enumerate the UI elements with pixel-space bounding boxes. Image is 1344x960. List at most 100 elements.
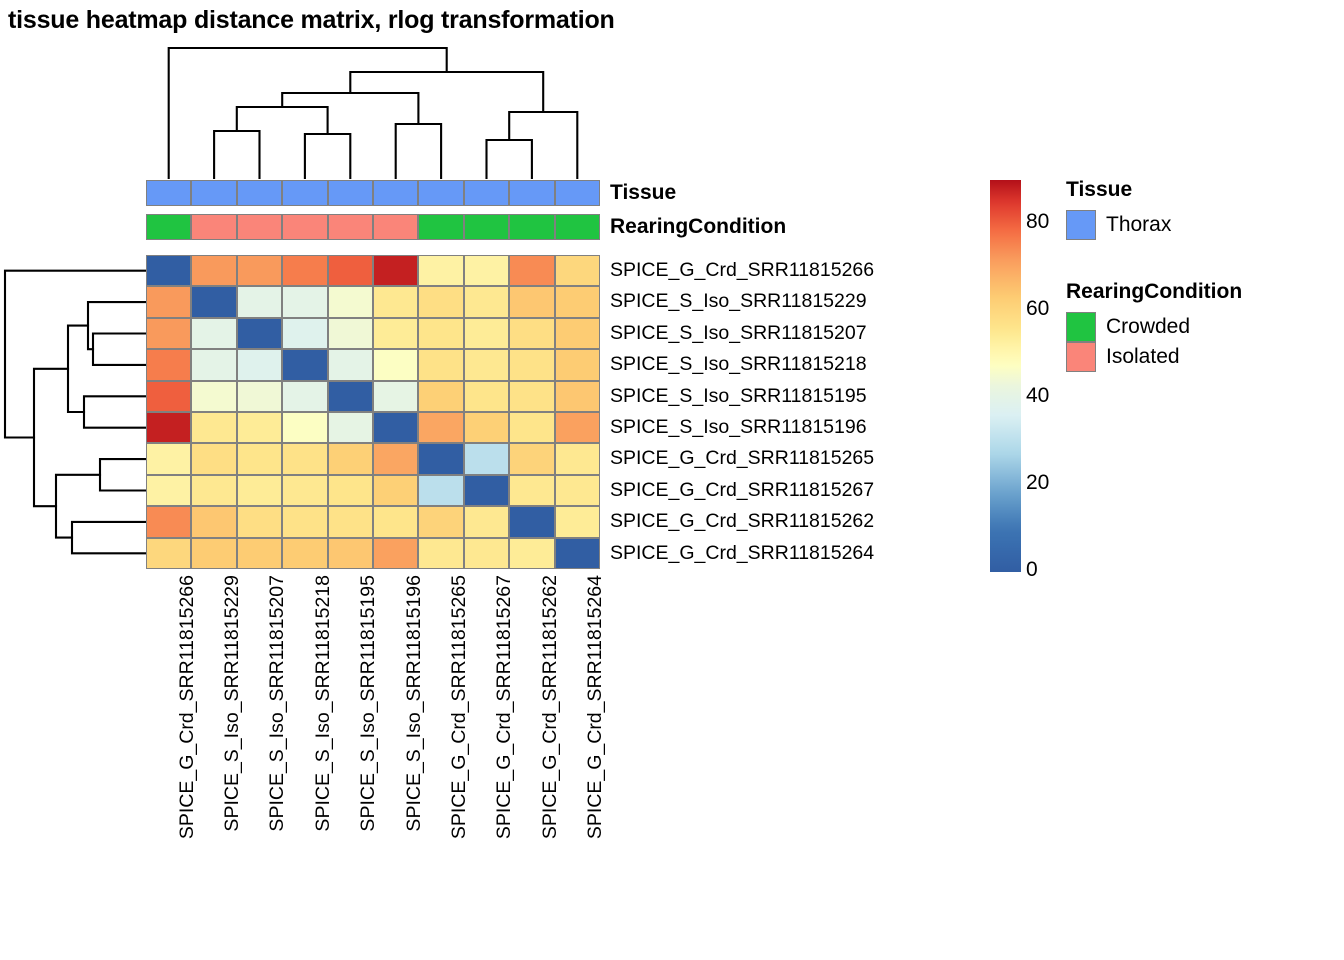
heatmap-matrix	[146, 255, 600, 569]
legend-rearing-item[interactable]: Isolated	[1066, 342, 1190, 372]
rearing-annotation-cell	[146, 214, 192, 240]
heatmap-cell	[554, 506, 600, 538]
colorbar-tick-label: 80	[1026, 209, 1050, 233]
row-label: SPICE_G_Crd_SRR11815264	[610, 541, 875, 564]
heatmap-cell	[236, 286, 283, 318]
column-label-slot: SPICE_G_Crd_SRR11815265	[418, 575, 470, 839]
heatmap-cell	[327, 443, 373, 475]
heatmap-cell	[554, 411, 600, 444]
heatmap-row	[146, 443, 600, 475]
heatmap-cell	[146, 506, 192, 538]
colorbar-tick-label: 40	[1026, 383, 1050, 407]
column-label: SPICE_G_Crd_SRR11815262	[538, 575, 561, 840]
heatmap-cell	[191, 286, 237, 318]
heatmap-row	[146, 474, 600, 507]
heatmap-cell	[509, 286, 555, 318]
heatmap-cell	[191, 380, 237, 412]
tissue-annotation-cell	[554, 180, 600, 206]
heatmap-row	[146, 317, 600, 350]
row-label: SPICE_G_Crd_SRR11815265	[610, 447, 875, 470]
legend-rearing-item[interactable]: Crowded	[1066, 312, 1190, 342]
heatmap-cell	[282, 380, 328, 412]
heatmap-cell	[463, 537, 510, 569]
heatmap-cell	[282, 506, 328, 538]
legend-title-tissue: Tissue	[1066, 178, 1133, 201]
rearing-annotation-cell	[327, 214, 373, 240]
heatmap-cell	[327, 317, 373, 350]
heatmap-cell	[146, 286, 192, 318]
heatmap-cell	[418, 317, 464, 350]
legend-tissue-item[interactable]: Thorax	[1066, 210, 1171, 240]
column-label-slot: SPICE_S_Iso_SRR11815196	[373, 575, 425, 832]
heatmap-cell	[282, 411, 328, 444]
heatmap-cell	[236, 411, 283, 444]
heatmap-cell	[463, 443, 510, 475]
heatmap-cell	[509, 411, 555, 444]
heatmap-cell	[418, 380, 464, 412]
heatmap-cell	[372, 380, 419, 412]
heatmap-cell	[463, 411, 510, 444]
heatmap-cell	[418, 506, 464, 538]
heatmap-cell	[146, 255, 192, 287]
column-dendrogram	[167, 46, 579, 180]
heatmap-cell	[327, 506, 373, 538]
heatmap-cell	[327, 411, 373, 444]
row-label: SPICE_S_Iso_SRR11815207	[610, 321, 867, 344]
row-label: SPICE_S_Iso_SRR11815229	[610, 290, 867, 313]
heatmap-cell	[372, 474, 419, 507]
rearing-annotation-cell	[463, 214, 510, 240]
heatmap-cell	[236, 317, 283, 350]
heatmap-cell	[372, 443, 419, 475]
row-label: SPICE_G_Crd_SRR11815262	[610, 510, 875, 533]
heatmap-cell	[418, 411, 464, 444]
heatmap-row	[146, 411, 600, 444]
heatmap-cell	[372, 349, 419, 381]
heatmap-cell	[327, 255, 373, 287]
heatmap-cell	[372, 317, 419, 350]
heatmap-cell	[146, 443, 192, 475]
page-title: tissue heatmap distance matrix, rlog tra…	[8, 6, 615, 34]
legend-rearing-label: Crowded	[1106, 315, 1191, 338]
annotation-row-tissue	[146, 180, 600, 206]
heatmap-cell	[418, 255, 464, 287]
tissue-annotation-cell	[282, 180, 328, 206]
heatmap-cell	[509, 380, 555, 412]
column-label: SPICE_G_Crd_SRR11815264	[584, 575, 607, 840]
legend-rearing-swatch	[1066, 312, 1096, 342]
annotation-label-tissue: Tissue	[610, 181, 677, 204]
heatmap-cell	[327, 474, 373, 507]
heatmap-cell	[509, 317, 555, 350]
heatmap-row	[146, 506, 600, 538]
rearing-annotation-cell	[372, 214, 419, 240]
heatmap-cell	[191, 474, 237, 507]
rearing-annotation-cell	[554, 214, 600, 240]
column-label-slot: SPICE_G_Crd_SRR11815264	[555, 575, 606, 839]
colorbar-tick-label: 60	[1026, 296, 1050, 320]
annotation-row-rearing-condition	[146, 214, 600, 240]
heatmap-cell	[372, 255, 419, 287]
heatmap-cell	[463, 380, 510, 412]
heatmap-cell	[327, 380, 373, 412]
heatmap-row	[146, 255, 600, 287]
legend-tissue-label: Thorax	[1106, 213, 1172, 236]
legend-tissue: Thorax	[1066, 210, 1171, 240]
heatmap-cell	[191, 317, 237, 350]
column-label-slot: SPICE_S_Iso_SRR11815207	[237, 575, 288, 832]
heatmap-cell	[236, 474, 283, 507]
heatmap-cell	[509, 506, 555, 538]
heatmap-cell	[372, 537, 419, 569]
colorbar-gradient	[990, 180, 1021, 572]
legend-tissue-swatch	[1066, 210, 1096, 240]
heatmap-cell	[327, 286, 373, 318]
heatmap-cell	[554, 317, 600, 350]
tissue-annotation-cell	[327, 180, 373, 206]
row-dendrogram	[3, 269, 148, 555]
heatmap-cell	[282, 349, 328, 381]
column-label: SPICE_S_Iso_SRR11815218	[311, 575, 334, 832]
row-label: SPICE_S_Iso_SRR11815196	[610, 415, 867, 438]
column-label: SPICE_S_Iso_SRR11815196	[402, 575, 425, 832]
rearing-annotation-cell	[191, 214, 237, 240]
